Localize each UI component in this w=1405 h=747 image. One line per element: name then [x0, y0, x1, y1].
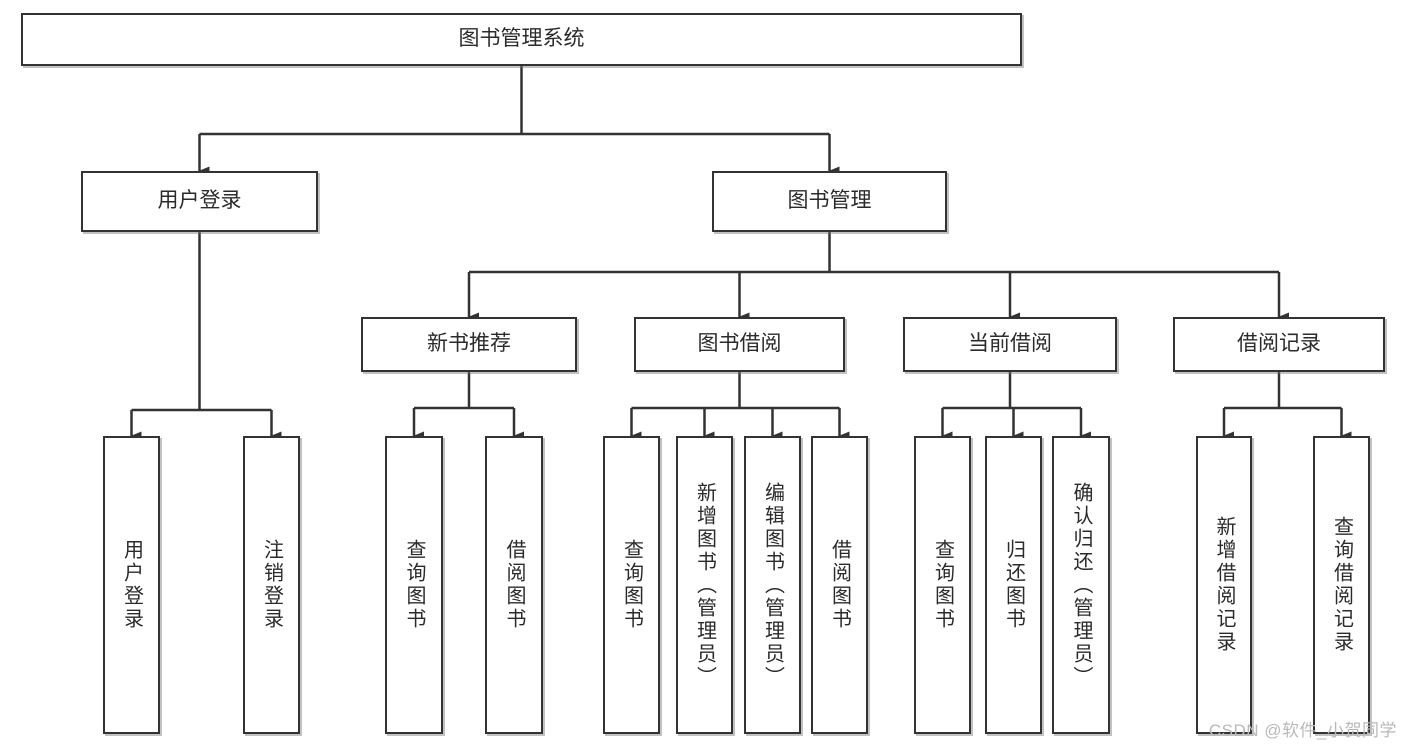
- node-label-leaf-edit-book: 编辑图书（管理员）: [761, 481, 784, 689]
- node-borrow-record[interactable]: 借阅记录: [1173, 317, 1385, 372]
- node-label-leaf-user-login: 用户登录: [120, 539, 143, 631]
- node-leaf-add-book[interactable]: 新增图书（管理员）: [676, 436, 733, 734]
- node-leaf-query-book-3[interactable]: 查询图书: [914, 436, 971, 734]
- node-label-leaf-confirm-return: 确认归还（管理员）: [1070, 481, 1092, 689]
- edges: [130, 66, 1352, 441]
- node-label-leaf-query-record: 查询借阅记录: [1330, 516, 1353, 654]
- node-leaf-confirm-return[interactable]: 确认归还（管理员）: [1052, 436, 1110, 734]
- node-leaf-edit-book[interactable]: 编辑图书（管理员）: [744, 436, 801, 734]
- node-leaf-query-book-1[interactable]: 查询图书: [385, 436, 443, 734]
- node-leaf-logout[interactable]: 注销登录: [243, 436, 300, 734]
- node-label-leaf-borrow-book-1: 借阅图书: [503, 539, 525, 631]
- node-label-user-login: 用户登录: [157, 189, 242, 213]
- node-label-borrow-record: 借阅记录: [1237, 332, 1321, 356]
- node-label-leaf-borrow-book-2: 借阅图书: [828, 539, 851, 631]
- node-label-leaf-query-book-2: 查询图书: [620, 539, 643, 631]
- node-label-leaf-logout: 注销登录: [260, 539, 283, 631]
- node-label-root: 图书管理系统: [458, 27, 585, 51]
- node-label-leaf-return-book: 归还图书: [1002, 539, 1025, 631]
- node-label-leaf-add-record: 新增借阅记录: [1213, 516, 1235, 654]
- node-leaf-borrow-book-1[interactable]: 借阅图书: [485, 436, 543, 734]
- node-leaf-query-record[interactable]: 查询借阅记录: [1313, 436, 1370, 734]
- watermark-text: CSDN @软件_小贺同学: [1208, 721, 1397, 740]
- node-label-current-borrow: 当前借阅: [968, 332, 1052, 356]
- node-label-leaf-query-book-1: 查询图书: [403, 539, 425, 631]
- node-leaf-borrow-book-2[interactable]: 借阅图书: [811, 436, 868, 734]
- node-label-new-book-rec: 新书推荐: [427, 332, 511, 356]
- node-label-book-manage: 图书管理: [787, 189, 872, 213]
- node-current-borrow[interactable]: 当前借阅: [903, 317, 1117, 372]
- node-new-book-rec[interactable]: 新书推荐: [361, 317, 577, 372]
- node-leaf-query-book-2[interactable]: 查询图书: [603, 436, 660, 734]
- node-user-login[interactable]: 用户登录: [81, 171, 318, 232]
- node-label-leaf-query-book-3: 查询图书: [931, 539, 954, 631]
- node-leaf-add-record[interactable]: 新增借阅记录: [1196, 436, 1252, 734]
- node-book-borrow[interactable]: 图书借阅: [634, 317, 845, 372]
- node-book-manage[interactable]: 图书管理: [712, 171, 947, 232]
- node-label-leaf-add-book: 新增图书（管理员）: [693, 481, 716, 689]
- node-label-book-borrow: 图书借阅: [697, 332, 782, 356]
- node-leaf-user-login[interactable]: 用户登录: [103, 436, 160, 734]
- node-leaf-return-book[interactable]: 归还图书: [985, 436, 1042, 734]
- node-root[interactable]: 图书管理系统: [21, 13, 1022, 66]
